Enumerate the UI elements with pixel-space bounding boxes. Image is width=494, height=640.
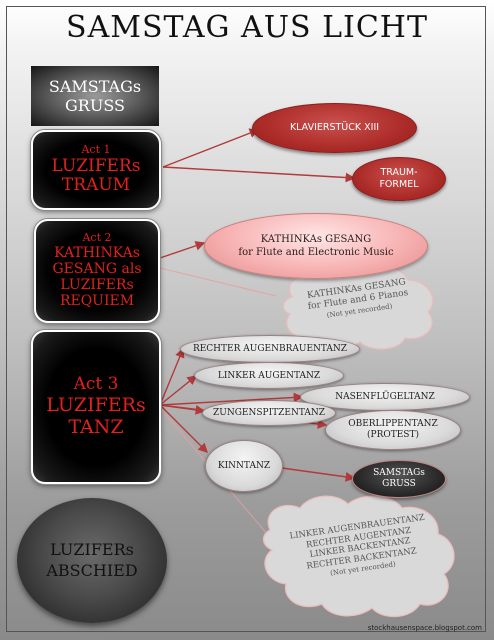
- node-linker-augentanz: LINKER AUGENTANZ: [194, 362, 344, 389]
- link-act1-klavierstueck: [162, 128, 260, 168]
- node-zungenspitzentanz: ZUNGENSPITZENTANZ: [202, 400, 336, 426]
- node-text: KINNTANZ: [217, 461, 271, 471]
- node-klavierstueck-xiii: KLAVIERSTÜCK XIII: [252, 103, 417, 153]
- node-text: for Flute and Electronic Music: [238, 247, 394, 258]
- node-text: NASENFLÜGELTANZ: [335, 392, 435, 402]
- act-label: Act 1: [81, 143, 111, 157]
- link-act3-rechter: [159, 347, 185, 406]
- page-title: SAMSTAG AUS LICHT: [66, 10, 428, 45]
- act-label: Act 2: [82, 231, 112, 245]
- act-label: Act 3: [73, 374, 119, 395]
- node-text: KLAVIERSTÜCK XIII: [289, 122, 380, 134]
- act-name: TANZ: [68, 415, 124, 438]
- act-name: LUZIFERs: [60, 277, 134, 294]
- node-text: LINKER AUGENTANZ: [217, 370, 321, 381]
- node-text: LUZIFERs: [50, 539, 134, 559]
- node-text: ZUNGENSPITZENTANZ: [213, 408, 325, 418]
- link-kinn-gruss: [281, 467, 356, 482]
- credit-text: stockhausenspace.blogspot.com: [367, 624, 482, 632]
- act-name: TRAUM: [61, 175, 131, 196]
- node-kinntanz: KINNTANZ: [205, 440, 283, 492]
- node-text: OBERLIPPENTANZ: [348, 418, 438, 429]
- link-act3-linker: [159, 375, 198, 406]
- node-text: TRAUM-: [380, 167, 418, 179]
- node-text: (PROTEST): [367, 430, 419, 440]
- node-act1-luzifers-traum: Act 1 LUZIFERs TRAUM: [31, 130, 161, 210]
- node-text: SAMSTAGs: [373, 468, 425, 479]
- link-act3-kinn: [159, 404, 208, 453]
- node-text: SAMSTAGs: [48, 76, 142, 96]
- node-text: FORMEL: [379, 179, 419, 190]
- node-traumformel: TRAUM- FORMEL: [352, 157, 446, 201]
- node-samstags-gruss-top: SAMSTAGs GRUSS: [31, 66, 159, 126]
- node-text: KATHINKAs GESANG: [260, 233, 372, 245]
- node-oberlippentanz: OBERLIPPENTANZ (PROTEST): [325, 410, 461, 450]
- link-act2-kathinka-piano: [159, 267, 277, 297]
- act-name: LUZIFERs: [46, 393, 146, 416]
- node-act2-kathinkas-gesang: Act 2 KATHINKAs GESANG als LUZIFERs REQU…: [34, 219, 160, 323]
- link-act2-kathinka-flute: [159, 241, 206, 259]
- node-act3-luzifers-tanz: Act 3 LUZIFERs TANZ: [31, 330, 161, 484]
- node-text: GRUSS: [382, 479, 416, 489]
- node-kathinkas-gesang-flute: KATHINKAs GESANG for Flute and Electroni…: [204, 213, 428, 279]
- node-luzifers-abschied: LUZIFERs ABSCHIED: [17, 498, 167, 623]
- cloud-unrecorded-dances: [262, 495, 455, 618]
- act-name: GESANG als: [52, 261, 142, 278]
- link-act1-traumformel: [162, 166, 356, 183]
- node-text: ABSCHIED: [46, 560, 138, 580]
- node-text: RECHTER AUGENBRAUENTANZ: [192, 344, 348, 354]
- link-act3-nasen: [159, 392, 304, 406]
- act-name: LUZIFERs: [51, 155, 141, 176]
- act-name: REQUIEM: [59, 293, 135, 310]
- node-rechter-augenbrauentanz: RECHTER AUGENBRAUENTANZ: [180, 335, 360, 363]
- act-name: KATHINKAs: [54, 245, 140, 262]
- node-text: GRUSS: [65, 96, 125, 115]
- node-samstags-gruss-small: SAMSTAGs GRUSS: [352, 460, 446, 498]
